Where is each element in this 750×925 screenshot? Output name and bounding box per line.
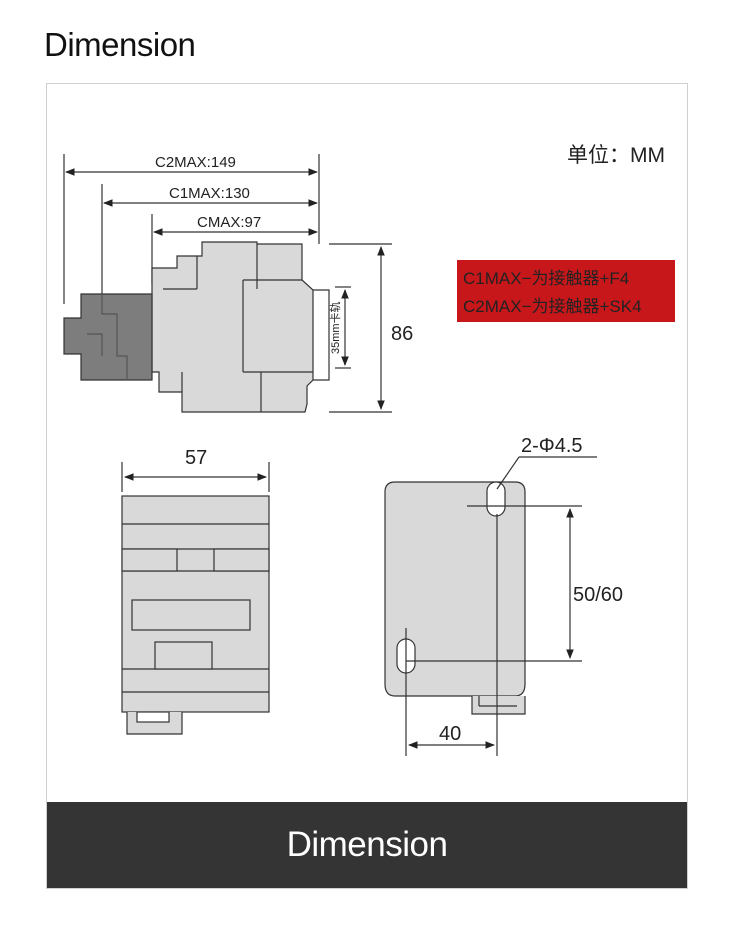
dim-height: 86 [391,323,413,345]
din-rail-marker [335,286,351,369]
dimension-drawing: 单位：MM C1MAX−为接触器+F4 C2MAX−为接触器+SK4 [63,144,675,756]
mounting-view [384,456,597,756]
side-view [63,154,330,413]
height-dimension [329,243,392,413]
dim-hole-vertical: 50/60 [573,584,623,606]
legend-line-1: C1MAX−为接触器+F4 [463,269,629,288]
caption-text: Dimension [286,825,448,864]
page-title: Dimension [44,26,196,63]
unit-label: 单位：MM [567,144,665,167]
dim-width: 57 [185,447,207,469]
dim-holes: 2-Φ4.5 [521,435,583,457]
dim-hole-horizontal: 40 [439,723,461,745]
caption-bar: Dimension [47,802,687,888]
top-dimension-lines [65,168,318,236]
legend-line-2: C2MAX−为接触器+SK4 [463,297,642,316]
legend-box [457,260,675,322]
rail-label: 35mm卡轨 [328,301,342,354]
dim-c1max: C1MAX:130 [169,185,250,202]
dimension-panel: 单位：MM C1MAX−为接触器+F4 C2MAX−为接触器+SK4 [46,83,688,889]
front-view [121,462,270,735]
dim-c2max: C2MAX:149 [155,154,236,171]
dim-cmax: CMAX:97 [197,214,261,231]
